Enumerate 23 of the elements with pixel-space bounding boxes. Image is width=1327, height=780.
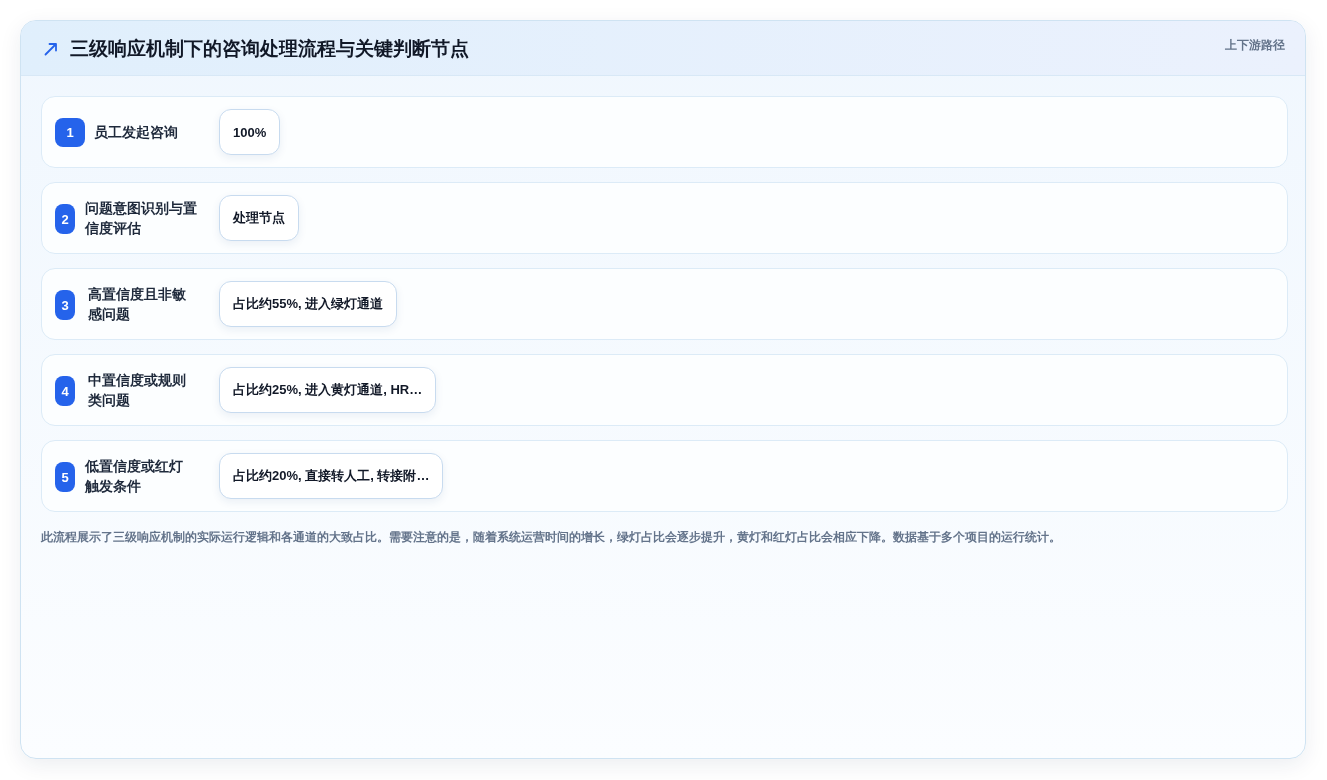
step-number: 4 xyxy=(55,376,75,406)
step-number: 2 xyxy=(55,204,75,234)
step-number: 3 xyxy=(55,290,75,320)
info-tag: 占比约25%, 进入黄灯通道, HR… xyxy=(219,367,437,413)
step-name: 低置信度或红灯触发条件 xyxy=(85,457,184,496)
step-card xyxy=(41,354,1288,426)
step-number: 1 xyxy=(55,118,85,147)
step-card xyxy=(41,440,1288,512)
step-name: 高置信度且非敏感问题 xyxy=(88,285,187,324)
title: 三级响应机制下的咨询处理流程与关键判断节点 xyxy=(70,37,469,61)
info-tag: 100% xyxy=(219,109,281,155)
step-card xyxy=(41,96,1288,168)
info-tag: 占比约20%, 直接转人工, 转接附… xyxy=(219,453,444,499)
step-card xyxy=(41,268,1288,340)
caption: 此流程展示了三级响应机制的实际运行逻辑和各通道的大致占比。需要注意的是，随着系统运营时间的增长，绿灯占比会逐步提升，黄灯和红灯占比会相应下降。数据基于多个项目的运行统计。 xyxy=(41,529,1061,546)
step-name: 员工发起咨询 xyxy=(94,123,178,142)
header-label: 上下游路径 xyxy=(1225,37,1285,53)
step-name: 中置信度或规则类问题 xyxy=(88,371,187,410)
step-number: 5 xyxy=(55,462,75,492)
step-card xyxy=(41,182,1288,254)
info-tag: 占比约55%, 进入绿灯通道 xyxy=(219,281,398,327)
step-name: 问题意图识别与置信度评估 xyxy=(85,199,198,238)
info-tag: 处理节点 xyxy=(219,195,299,241)
